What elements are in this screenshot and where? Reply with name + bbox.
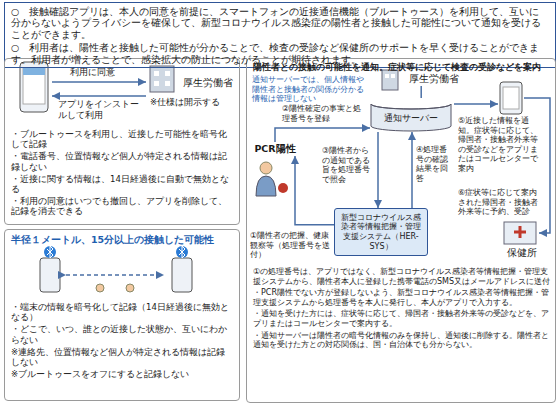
window <box>154 81 159 86</box>
node-label: PCR陽性 <box>254 143 295 154</box>
cylinder-rim <box>371 104 451 109</box>
her-sys-box: 新型コロナウイルス感染者等情報把握・管理支援システム（HER-SYS） <box>334 208 428 256</box>
panel-text: ・通知サーバーは陽性者の暗号化情報のみを保持し、通知後に削除する。陽性者と通知を… <box>253 331 551 350</box>
proximity-arrow <box>66 274 164 276</box>
panel-text: ○ 利用者は、陽性者と接触した可能性が分かることで、検査の受診など保健所のサポー… <box>11 42 549 65</box>
node-label: 保健所 <box>507 247 537 258</box>
cross-mark <box>514 226 526 238</box>
bluetooth-phones <box>40 246 192 292</box>
panel-text: ・通知を受けた方には、症状等に応じて、帰国者・接触者外来等の受診などを、アプリま… <box>253 309 551 328</box>
person-head <box>260 162 272 174</box>
consent-panel: ・ブルートゥースを利用し、近接した可能性を暗号化して記録・電話番号、位置情報など… <box>4 58 240 225</box>
node-label: 厚生労働省 <box>183 77 233 88</box>
phone-body <box>20 62 48 112</box>
intro-box: ○ 接触確認アプリは、本人の同意を前提に、スマートフォンの近接通信機能（ブルート… <box>4 2 556 68</box>
window <box>165 81 170 86</box>
arrow-label: ※仕様は開示する <box>150 97 234 107</box>
phone-screen <box>503 87 519 109</box>
notification-server: 通知サーバー <box>370 98 452 132</box>
health-center-building <box>504 222 536 244</box>
positive-person <box>256 162 288 196</box>
ministry-building <box>150 66 174 92</box>
flow-arrow <box>420 86 422 98</box>
node-label: 通知サーバー <box>384 113 438 124</box>
flow-arrow <box>275 128 370 142</box>
window <box>385 74 389 78</box>
node-label: 厚生労働省 <box>409 73 459 84</box>
install-arrow <box>52 95 146 97</box>
bluetooth-mark <box>47 246 53 258</box>
phone-screen <box>23 68 45 104</box>
person-head <box>96 284 104 292</box>
step-label: ④処理番号の確認結果を回答 <box>416 145 454 183</box>
phone-a <box>40 258 60 292</box>
panel-title: 陽性者との接触の可能性を通知。症状等に応じて検査の受診などを案内 <box>253 62 551 72</box>
person-body <box>256 176 276 196</box>
consent-phone <box>20 62 48 112</box>
step-label: ⑤近接した情報を通知。症状等に応じて、帰国者・接触者外来等の受診などをアプリまた… <box>458 116 544 174</box>
proximity-panel: 半径１メートル、15分以上の接触した可能性・端末の情報を暗号化して記録（14日経… <box>4 229 240 401</box>
arrow-label: アプリをインストールして利用 <box>58 99 144 121</box>
step-label: ②陽性確定の事実と処理番号を登録 <box>282 104 366 123</box>
bluetooth-icon <box>44 246 56 258</box>
panel-text: ・どこで、いつ、誰との近接した状態か、互いにわからない <box>11 324 233 344</box>
bluetooth-icon <box>176 246 188 258</box>
step-label: ①陽性者の把握、健康観察等（処理番号を送付） <box>250 231 334 260</box>
cylinder-body <box>371 104 451 131</box>
phone-body <box>500 82 522 114</box>
panel-text: ・PCR陽性でない方が登録しないよう、新型コロナウイルス感染者等情報把握・管理支… <box>253 288 551 307</box>
panel-text: ※連絡先、位置情報など個人が特定される情報は記録しない <box>11 347 233 367</box>
window <box>165 71 170 76</box>
user-phone <box>500 82 522 114</box>
panel-text: ○ 接触確認アプリは、本人の同意を前提に、スマートフォンの近接通信機能（ブルート… <box>11 6 549 40</box>
building-body <box>382 70 398 90</box>
panel-text: ・利用の同意はいつでも撤回し、アプリを削除して、記録を消去できる <box>11 196 233 216</box>
notify-arrow <box>454 103 498 105</box>
window <box>391 74 395 78</box>
panel-text: ・近接に関する情報は、14日経過後に自動で無効となる <box>11 174 233 194</box>
step-label: ③陽性者からの通知である旨を処理番号で照会 <box>322 146 374 184</box>
consent-arrow <box>52 81 146 83</box>
panel-text: ※ブルートゥースをオフにすると記録しない <box>11 369 233 379</box>
phone-b <box>172 258 192 292</box>
ministry-building-small <box>382 70 398 90</box>
flow-arrow <box>411 132 413 208</box>
panel-text: ①の処理番号は、アプリではなく、新型コロナウイルス感染者等情報把握・管理支援シス… <box>253 267 551 286</box>
building-body <box>504 222 536 244</box>
node-label: 新型コロナウイルス感染者等情報把握・管理支援システム（HER-SYS） <box>338 213 424 251</box>
panel-text: ・端末の情報を暗号化して記録（14日経過後に無効となる） <box>11 302 233 322</box>
virus-icon <box>278 183 288 193</box>
ministry-label: 厚生労働省 <box>402 72 466 86</box>
screen-band <box>23 68 45 75</box>
health-center-label: 保健所 <box>502 246 542 260</box>
step-label: ⑥症状等に応じて案内された帰国者・接触者外来等に予約、受診 <box>458 188 544 217</box>
panel-text: ・電話番号、位置情報など個人が特定される情報は記録しない <box>11 151 233 171</box>
person-head <box>126 284 134 292</box>
flow-arrow <box>377 132 379 208</box>
panel-title: 半径１メートル、15分以上の接触した可能性 <box>11 234 235 245</box>
note-text: 通知サーバーでは、個人情報や陽性者と接触者の関係が分かる情報は管理しない <box>252 75 364 104</box>
arrow-label: 利用に同意 <box>70 67 150 78</box>
window <box>154 71 159 76</box>
building-body <box>150 66 174 92</box>
ministry-label: 厚生労働省 <box>178 76 238 90</box>
panel-text: ・ブルートゥースを利用し、近接した可能性を暗号化して記録 <box>11 129 233 149</box>
bluetooth-mark <box>179 246 185 258</box>
positive-person: PCR陽性 <box>250 142 300 156</box>
